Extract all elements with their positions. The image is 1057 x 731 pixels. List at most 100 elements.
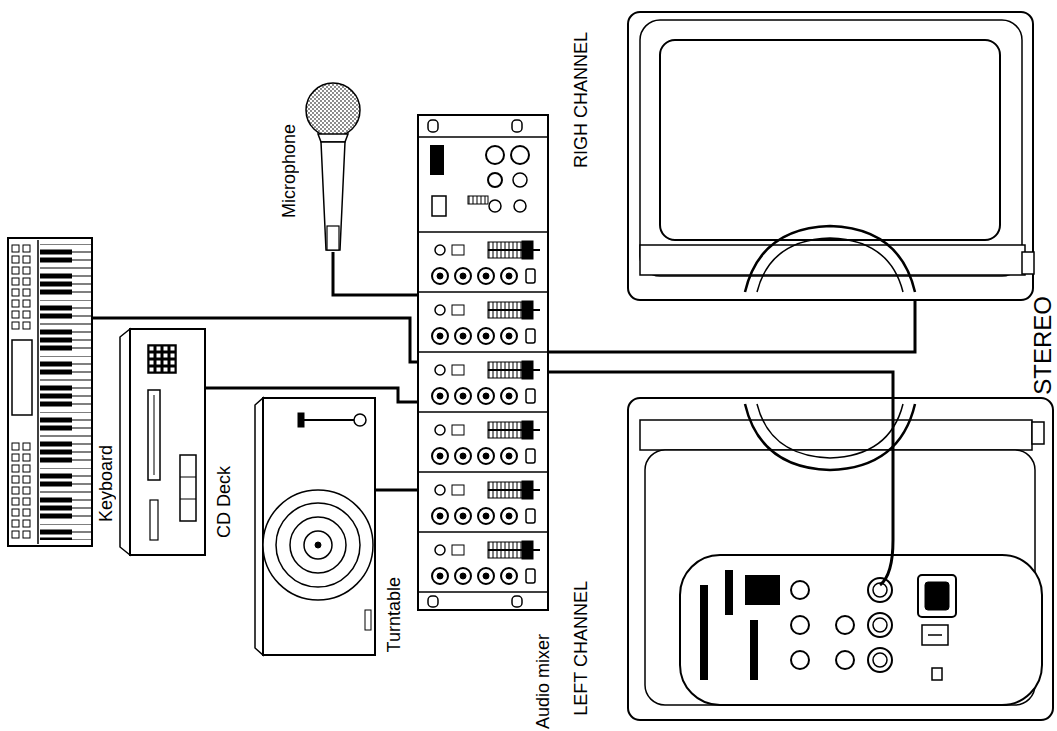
- mixer-drawing-part: [489, 200, 501, 212]
- cd-deck-drawing-part: [154, 395, 155, 475]
- microphone-drawing-part: [318, 134, 348, 142]
- left-speaker-drawing-part: [791, 581, 809, 599]
- left-speaker-drawing: [628, 398, 1053, 720]
- device-label: Turntable: [384, 577, 404, 652]
- cd-deck-drawing-part: [180, 477, 196, 478]
- left-speaker-drawing-part: [836, 651, 854, 669]
- turntable-drawing-part: [303, 419, 356, 421]
- cd-deck-drawing: [120, 329, 205, 555]
- turntable-drawing: [255, 398, 375, 655]
- mixer-drawing-part: [432, 196, 446, 216]
- mixer-drawing-part: [512, 120, 522, 132]
- turntable: Turntable: [255, 395, 375, 655]
- turntable-drawing-part: [255, 398, 263, 655]
- keyboard-drawing-part: [11, 243, 33, 331]
- mixer-drawing-part: [418, 412, 548, 464]
- mixer-drawing-part: [428, 596, 438, 607]
- left-speaker-drawing-part: [680, 555, 1042, 705]
- keyboard-drawing-part: [8, 238, 92, 546]
- left-speaker-drawing-part: [873, 653, 887, 667]
- turntable-drawing-part: [263, 398, 375, 655]
- turntable-drawing-part: [263, 490, 373, 600]
- right-speaker-drawing-part: [628, 12, 1033, 300]
- left-speaker-drawing-part: [932, 668, 942, 680]
- device-label: RIGH CHANNEL: [571, 32, 591, 168]
- cd-deck-drawing-part: [148, 390, 160, 480]
- keyboard-drawing-part: [12, 340, 32, 415]
- turntable-drawing-part: [354, 414, 366, 426]
- audio-cable: [205, 388, 418, 402]
- mixer-drawing-part: [514, 200, 526, 212]
- turntable-drawing-part: [298, 413, 304, 427]
- left-speaker-drawing-part: [725, 570, 733, 615]
- left-speaker-drawing-part: [873, 583, 887, 597]
- audio-cable: [548, 300, 915, 352]
- right-speaker-drawing-part: [640, 245, 1025, 275]
- mixer-drawing-part: [486, 146, 504, 164]
- microphone-drawing-part: [306, 83, 360, 137]
- mixer-drawing-part: [418, 591, 548, 593]
- turntable-drawing-part: [365, 610, 371, 630]
- left-speaker-drawing-part: [836, 616, 854, 634]
- microphone: Microphone: [305, 82, 361, 252]
- device-label: Keyboard: [96, 445, 116, 522]
- left-speaker-drawing-part: [750, 620, 758, 680]
- keyboard-drawing-part: [40, 244, 92, 540]
- left-speaker-drawing-part: [745, 404, 915, 470]
- microphone-drawing-part: [321, 142, 345, 250]
- mixer-drawing-part: [430, 145, 444, 175]
- left-speaker-drawing-part: [791, 616, 809, 634]
- mixer-drawing-part: [418, 292, 548, 344]
- turntable-drawing-part: [276, 503, 360, 587]
- left-speaker-drawing-part: [640, 420, 1032, 450]
- right-speaker-drawing-part: [757, 238, 903, 292]
- mixer-drawing-part: [511, 146, 529, 164]
- right-speaker-drawing: [628, 12, 1034, 300]
- right-speaker-drawing-part: [1022, 252, 1034, 274]
- microphone-drawing: [306, 83, 360, 250]
- left-speaker-drawing-part: [880, 398, 893, 585]
- mixer-drawing: [418, 115, 548, 610]
- cd-deck-drawing-part: [180, 455, 196, 521]
- left-speaker-drawing-part: [868, 648, 892, 672]
- audio-mixer: Audio mixer: [418, 115, 548, 610]
- turntable-drawing-part: [315, 542, 321, 548]
- right-speaker-drawing-part: [660, 40, 1000, 240]
- microphone-drawing-part: [327, 226, 339, 250]
- cd-deck: CD Deck: [120, 325, 205, 555]
- left-speaker-drawing-part: [925, 582, 949, 610]
- stereo-label: STEREO: [1030, 296, 1056, 395]
- cd-deck-drawing-part: [150, 500, 158, 540]
- keyboard: Keyboard: [8, 238, 92, 546]
- mixer-drawing-part: [418, 232, 548, 284]
- left-speaker-drawing-part: [868, 578, 892, 602]
- audio-cable: [375, 489, 418, 492]
- device-label: Microphone: [279, 124, 299, 218]
- turntable-drawing-part: [290, 517, 346, 573]
- cd-deck-drawing-part: [180, 499, 196, 500]
- keyboard-drawing-part: [37, 240, 39, 544]
- left-speaker-drawing-part: [628, 398, 1053, 720]
- device-label: LEFT CHANNEL: [571, 581, 591, 716]
- left-speaker-drawing-part: [928, 634, 942, 636]
- cd-deck-drawing-part: [120, 329, 130, 555]
- speaker: RIGH CHANNEL: [628, 12, 1033, 300]
- cd-deck-drawing-part: [148, 345, 176, 373]
- keyboard-drawing-part: [11, 440, 33, 539]
- mixer-drawing-part: [468, 196, 488, 204]
- mixer-drawing-part: [428, 120, 438, 132]
- left-speaker-drawing-part: [873, 618, 887, 632]
- left-speaker-drawing-part: [745, 575, 780, 605]
- mixer-drawing-part: [418, 115, 548, 610]
- speaker: LEFT CHANNEL: [628, 398, 1053, 720]
- left-speaker-drawing-part: [868, 613, 892, 637]
- mixer-drawing-part: [418, 532, 548, 584]
- mixer-drawing-part: [512, 596, 522, 607]
- mixer-drawing-part: [513, 173, 527, 187]
- audio-cable: [92, 318, 418, 362]
